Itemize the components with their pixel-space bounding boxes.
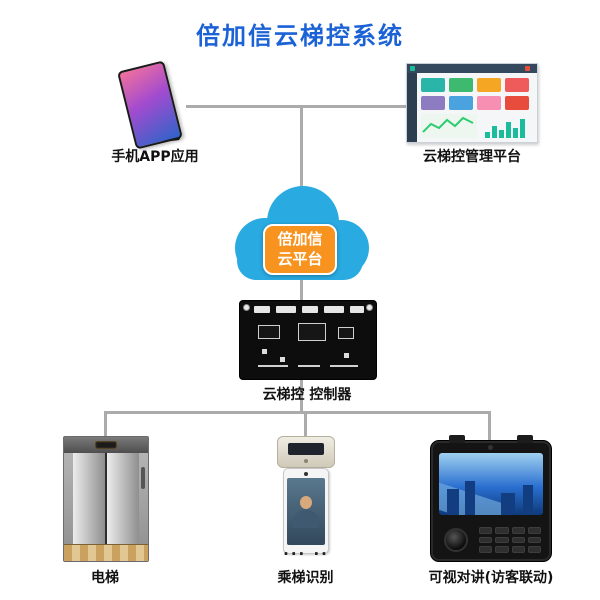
mount-tab	[517, 435, 533, 443]
keypad-key	[495, 527, 509, 534]
topbar-dot	[525, 66, 530, 71]
keypad-key	[495, 546, 509, 553]
keypad-key	[511, 536, 525, 544]
intercom-screen	[439, 453, 543, 515]
connector-bottom-bus	[104, 411, 491, 414]
keypad-key	[479, 536, 493, 544]
chip	[258, 325, 280, 339]
stat-tile	[421, 96, 445, 110]
cloud-icon: 倍加信 云平台	[213, 176, 387, 294]
connector-controller-to-bus	[300, 378, 303, 414]
terminal-block	[302, 306, 318, 313]
stat-tile	[449, 96, 473, 110]
dashboard-image	[406, 63, 538, 143]
elevator-doors	[73, 453, 139, 545]
face-silhouette-body	[293, 510, 319, 528]
solder-pad	[280, 357, 285, 362]
controller-label: 云梯控 控制器	[262, 387, 352, 403]
elevator-floor-carpet	[64, 544, 148, 561]
camera-icon	[304, 472, 308, 476]
connector-drop-recognition	[304, 411, 307, 441]
terminal-block	[324, 306, 344, 313]
connector-drop-elevator	[104, 411, 107, 441]
controller-board-image	[239, 300, 377, 380]
face-silhouette-head	[300, 496, 312, 509]
keypad-key	[495, 536, 509, 544]
floor-indicator	[95, 441, 117, 449]
elevator-lintel	[64, 437, 148, 453]
keypad-key	[527, 536, 541, 544]
reader-screen	[288, 443, 324, 455]
stat-tile	[421, 78, 445, 92]
silkscreen-line	[330, 365, 358, 367]
face-terminal-image	[283, 468, 329, 554]
stat-tile	[477, 96, 501, 110]
solder-pad	[262, 349, 267, 354]
platform-label: 云梯控管理平台	[423, 149, 521, 165]
connector-drop-intercom	[488, 411, 491, 444]
door-left	[73, 453, 106, 545]
screen-building	[465, 481, 475, 515]
stat-tile	[505, 96, 529, 110]
phone-screen	[117, 60, 183, 150]
intercom-label: 可视对讲(访客联动)	[428, 570, 554, 586]
solder-pad	[344, 353, 349, 358]
smartphone-image	[112, 60, 196, 150]
keypad	[479, 527, 541, 553]
line-chart-thumbnail	[421, 114, 477, 138]
cloud-badge-line1: 倍加信	[277, 230, 323, 248]
ellipsis-dots: ... ..	[283, 541, 329, 559]
page-title: 倍加信云梯控系统	[196, 22, 404, 50]
connector-cloud-to-controller	[300, 276, 303, 306]
chip	[298, 323, 326, 341]
dashboard-sidebar	[407, 73, 417, 142]
dashboard-topbar	[407, 64, 537, 73]
keypad-key	[527, 546, 541, 553]
terminal-block	[276, 306, 296, 313]
screw-icon	[366, 304, 373, 311]
silkscreen-line	[298, 365, 320, 367]
recognition-label: 乘梯识别	[277, 570, 334, 586]
phone-label: 手机APP应用	[111, 149, 199, 165]
screen-building	[447, 489, 459, 515]
screw-icon	[243, 304, 250, 311]
connector-top-to-cloud	[300, 105, 303, 197]
stat-tile	[505, 78, 529, 92]
keypad-key	[511, 546, 525, 553]
screen-building	[501, 493, 515, 515]
stat-tile	[449, 78, 473, 92]
keypad-key	[479, 527, 493, 534]
stat-tile	[477, 78, 501, 92]
face-terminal-screen	[287, 478, 325, 545]
speaker-camera-icon	[444, 528, 468, 552]
reader-indicator	[304, 459, 308, 463]
camera-icon	[488, 445, 493, 450]
keypad-key	[511, 527, 525, 534]
keypad-key	[527, 527, 541, 534]
call-button-panel	[141, 467, 145, 489]
silkscreen-line	[258, 365, 288, 367]
intercom-image	[430, 435, 552, 562]
connector-top-horizontal	[186, 105, 412, 108]
keypad-key	[479, 546, 493, 553]
terminal-block	[254, 306, 270, 313]
elevator-image	[63, 436, 149, 562]
mount-tab	[449, 435, 465, 443]
cloud-badge-line2: 云平台	[277, 249, 323, 268]
cloud-badge: 倍加信 云平台	[263, 224, 337, 275]
chip	[338, 327, 354, 339]
bar-chart-thumbnail	[483, 114, 531, 138]
terminal-block	[350, 306, 364, 313]
topbar-dot	[410, 66, 415, 71]
card-reader-image	[277, 436, 335, 468]
door-right	[106, 453, 139, 545]
screen-building	[523, 485, 533, 515]
elevator-label: 电梯	[91, 570, 119, 586]
